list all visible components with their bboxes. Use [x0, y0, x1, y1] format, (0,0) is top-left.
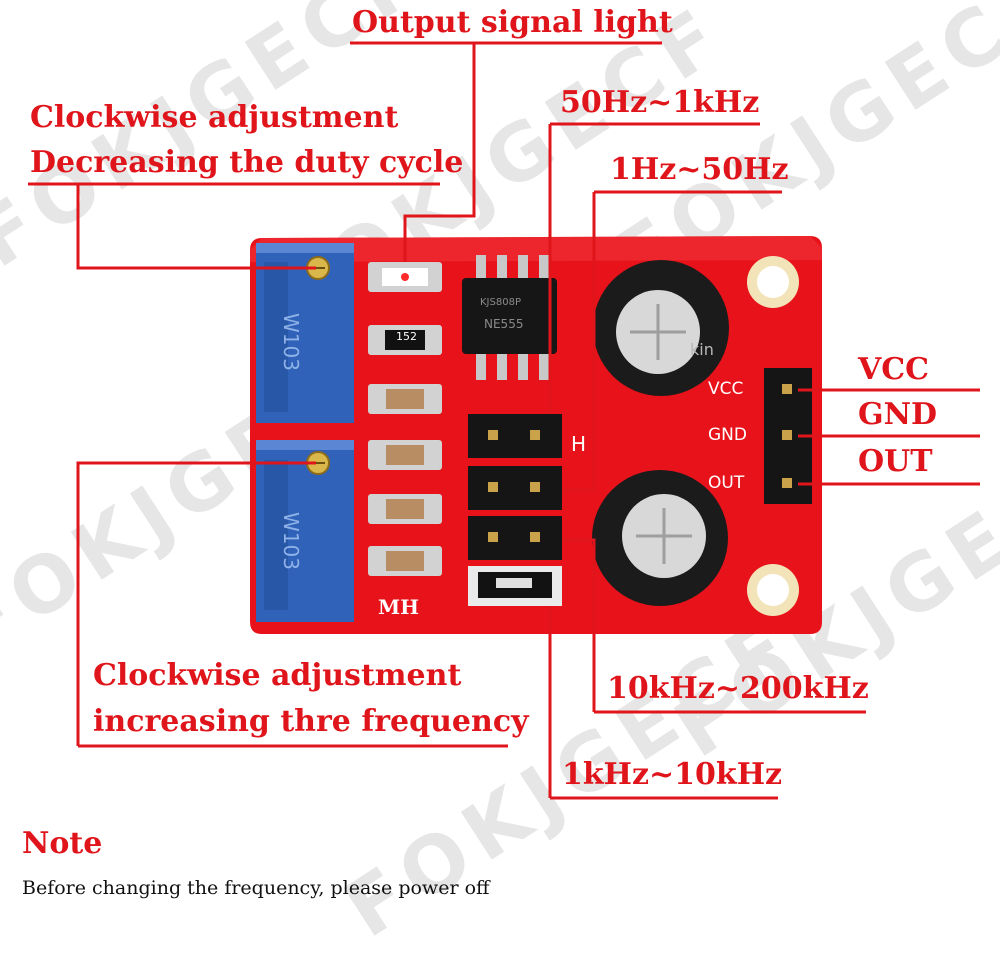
- electrolytic-capacitor: [593, 260, 729, 396]
- range-1hz-50hz-label: 1Hz~50Hz: [610, 152, 789, 187]
- pin-gnd-silkscreen: GND: [708, 425, 747, 445]
- vcc-label: VCC: [858, 352, 930, 387]
- output-signal-light-label: Output signal light: [352, 5, 673, 40]
- note-title: Note: [22, 826, 103, 861]
- jumper-header-block: [468, 414, 562, 606]
- pin-vcc-silkscreen: VCC: [708, 379, 744, 399]
- resistor-code-text: 152: [396, 330, 417, 343]
- frequency-potentiometer: [256, 440, 354, 622]
- chip-code-text: KJS808P: [480, 297, 521, 308]
- pot-bottom-marking: W103: [279, 512, 303, 570]
- mounting-hole: [747, 256, 799, 308]
- duty-cycle-potentiometer: [256, 243, 354, 423]
- ne555-chip: [462, 255, 557, 380]
- electrolytic-capacitor: [592, 470, 728, 606]
- freq-adjust-label-line1: Clockwise adjustment: [93, 658, 462, 693]
- brand-silkscreen: MH: [378, 595, 420, 619]
- diagram-graphics: [28, 41, 980, 800]
- capacitor-text: kin: [690, 340, 714, 359]
- range-10khz-200khz-label: 10kHz~200kHz: [607, 671, 869, 706]
- pot-top-marking: W103: [279, 313, 303, 371]
- range-50hz-1khz-label: 50Hz~1kHz: [560, 85, 760, 120]
- chip-marking-text: NE555: [484, 317, 524, 331]
- freq-adjust-label-line2: increasing thre frequency: [93, 704, 529, 739]
- out-label: OUT: [858, 444, 933, 479]
- duty-adjust-label-line2: Decreasing the duty cycle: [30, 145, 464, 180]
- duty-adjust-label-line1: Clockwise adjustment: [30, 100, 399, 135]
- mounting-hole: [747, 564, 799, 616]
- h-silkscreen: H: [571, 432, 587, 456]
- smd-component-column: [368, 262, 442, 576]
- gnd-label: GND: [858, 397, 938, 432]
- leader-lines: [28, 41, 980, 800]
- pin-out-silkscreen: OUT: [708, 473, 745, 493]
- note-text: Before changing the frequency, please po…: [22, 877, 490, 899]
- range-1khz-10khz-label: 1kHz~10kHz: [562, 757, 783, 792]
